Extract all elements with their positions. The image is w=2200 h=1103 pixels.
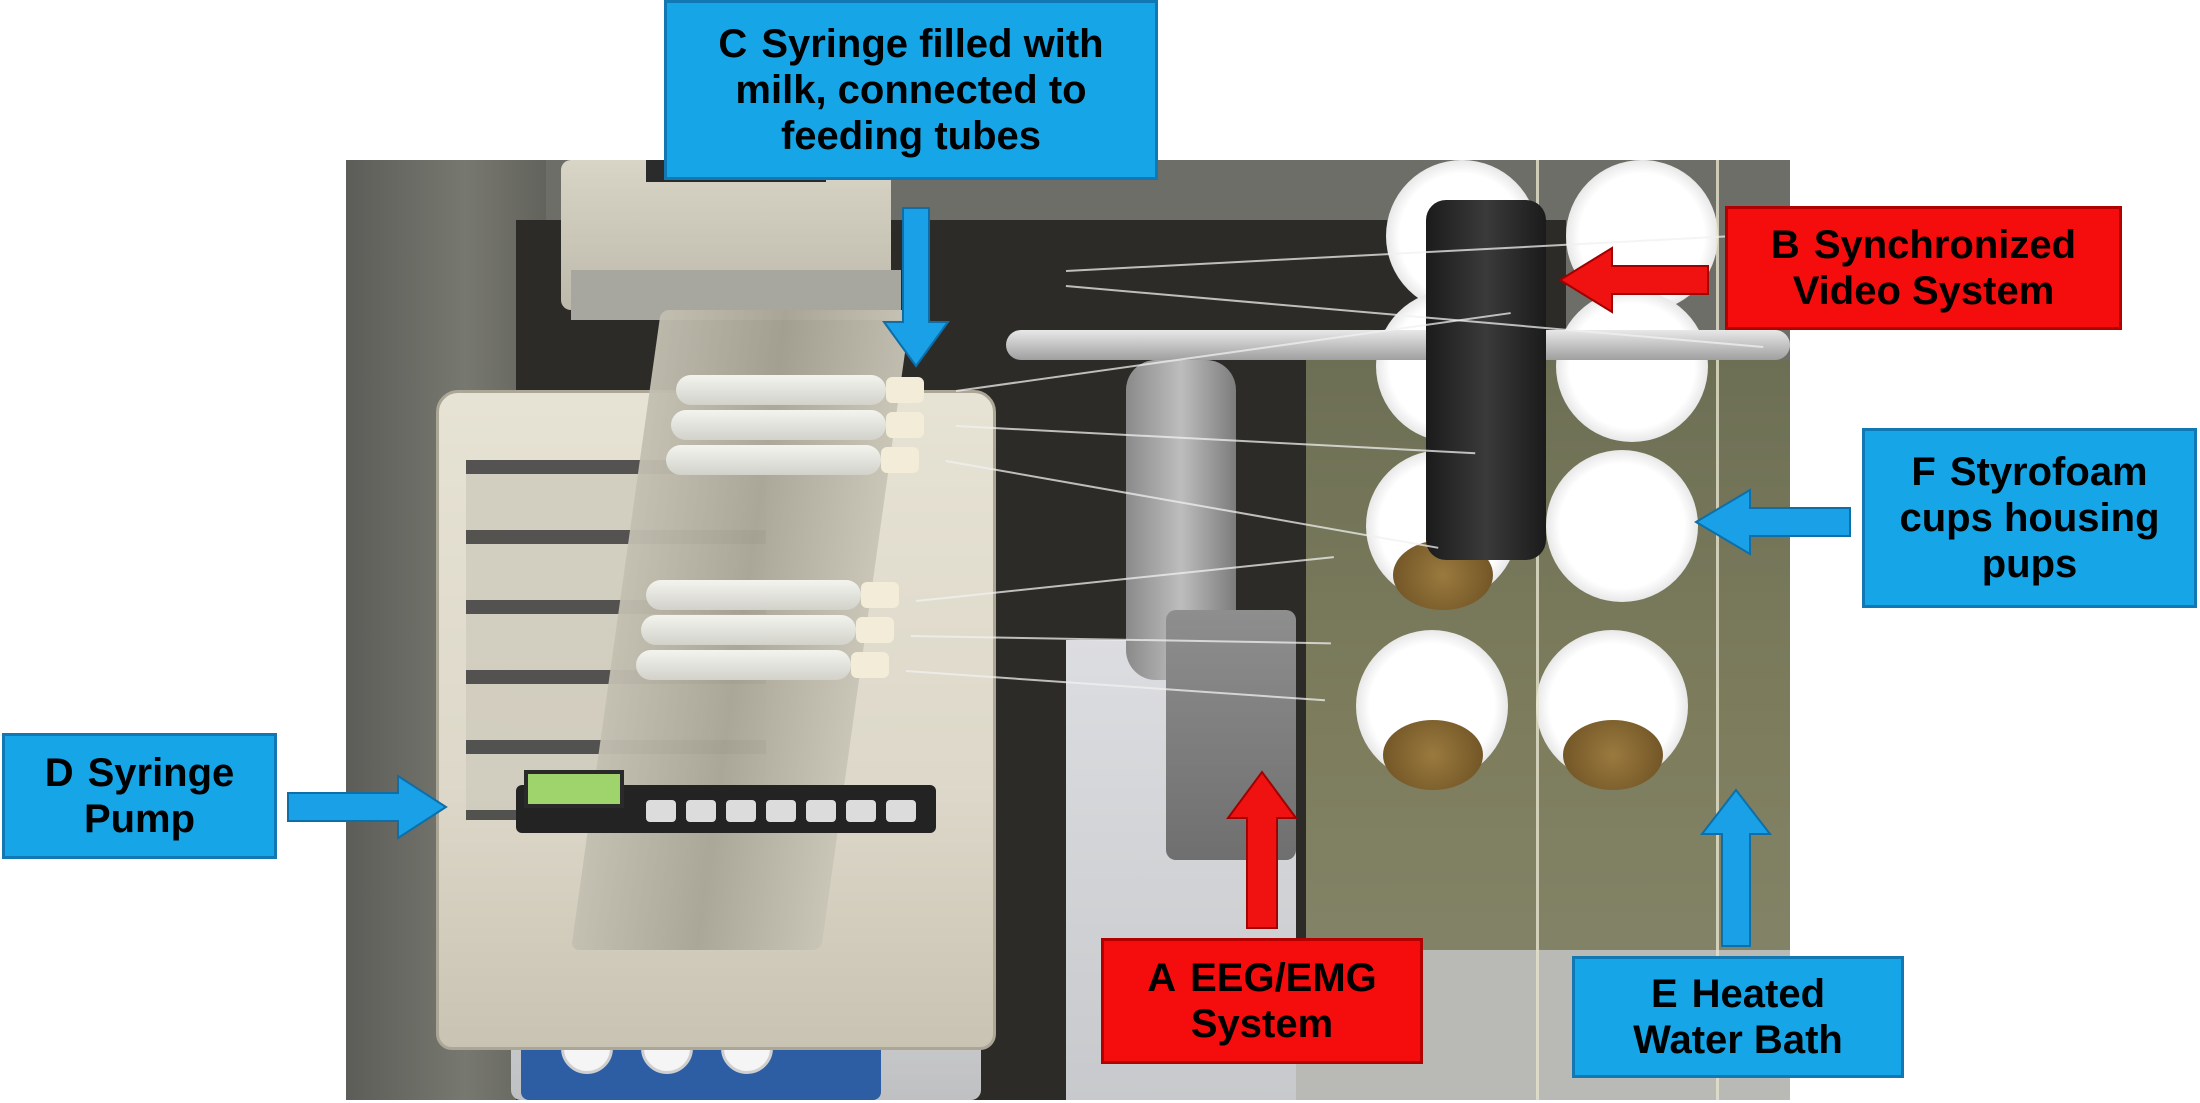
cup-bedding: [1563, 720, 1663, 790]
string-line: [1536, 160, 1539, 1100]
syringe: [666, 445, 881, 475]
pump-key: [886, 800, 916, 822]
callout-text: Syringe: [87, 751, 235, 795]
callout-text: Synchronized: [1813, 223, 2077, 267]
support-rod: [1006, 330, 1790, 360]
cup-bedding: [1383, 720, 1483, 790]
callout-letter: E: [1650, 972, 1678, 1016]
pump-key: [766, 800, 796, 822]
pump-key: [686, 800, 716, 822]
callout-text: pups: [1981, 542, 2078, 586]
syringe-tip: [886, 412, 924, 438]
styrofoam-cup: [1546, 450, 1698, 602]
syringe: [676, 375, 886, 405]
syringe: [671, 410, 886, 440]
callout-f-styrofoam-cups: F Styrofoam cups housing pups: [1862, 428, 2197, 608]
syringe: [641, 615, 856, 645]
arrow-c-down-icon: [882, 207, 950, 368]
arrow-d-right-icon: [287, 774, 448, 840]
callout-text: Pump: [83, 797, 196, 841]
callout-text: milk, connected to: [735, 68, 1087, 112]
syringe: [636, 650, 851, 680]
callout-text: Video System: [1792, 269, 2055, 313]
callout-d-syringe-pump: D Syringe Pump: [2, 733, 277, 859]
callout-text: Heated: [1691, 972, 1826, 1016]
callout-text: Styrofoam: [1949, 450, 2148, 494]
pump-key: [646, 800, 676, 822]
arrow-a-up-icon: [1226, 770, 1298, 929]
callout-text: EEG/EMG: [1190, 956, 1377, 1000]
styrofoam-cup: [1556, 290, 1708, 442]
syringe-tip: [851, 652, 889, 678]
callout-text: System: [1190, 1002, 1334, 1046]
callout-letter: C: [718, 22, 748, 66]
callout-b-video-system: B Synchronized Video System: [1725, 206, 2122, 330]
syringe-tip: [886, 377, 924, 403]
syringe-tip: [861, 582, 899, 608]
syringe-tip: [881, 447, 919, 473]
string-line: [1716, 160, 1719, 1100]
callout-letter: A: [1147, 956, 1177, 1000]
arrow-f-left-icon: [1694, 488, 1851, 556]
callout-a-eeg-emg: A EEG/EMG System: [1101, 938, 1423, 1064]
arrow-e-up-icon: [1699, 788, 1773, 947]
video-camera: [1426, 200, 1546, 560]
callout-e-water-bath: E Heated Water Bath: [1572, 956, 1904, 1078]
callout-letter: F: [1911, 450, 1936, 494]
callout-letter: D: [44, 751, 74, 795]
callout-text: feeding tubes: [780, 114, 1042, 158]
pump-key: [846, 800, 876, 822]
callout-text: cups housing: [1899, 496, 2160, 540]
pump-key: [726, 800, 756, 822]
callout-text: Syringe filled with: [761, 22, 1104, 66]
syringe: [646, 580, 861, 610]
pump-key: [806, 800, 836, 822]
syringe-tip: [856, 617, 894, 643]
callout-letter: B: [1770, 223, 1800, 267]
pump-lcd-display: [524, 770, 624, 808]
arrow-b-left-icon: [1558, 246, 1709, 314]
callout-text: Water Bath: [1633, 1018, 1843, 1062]
